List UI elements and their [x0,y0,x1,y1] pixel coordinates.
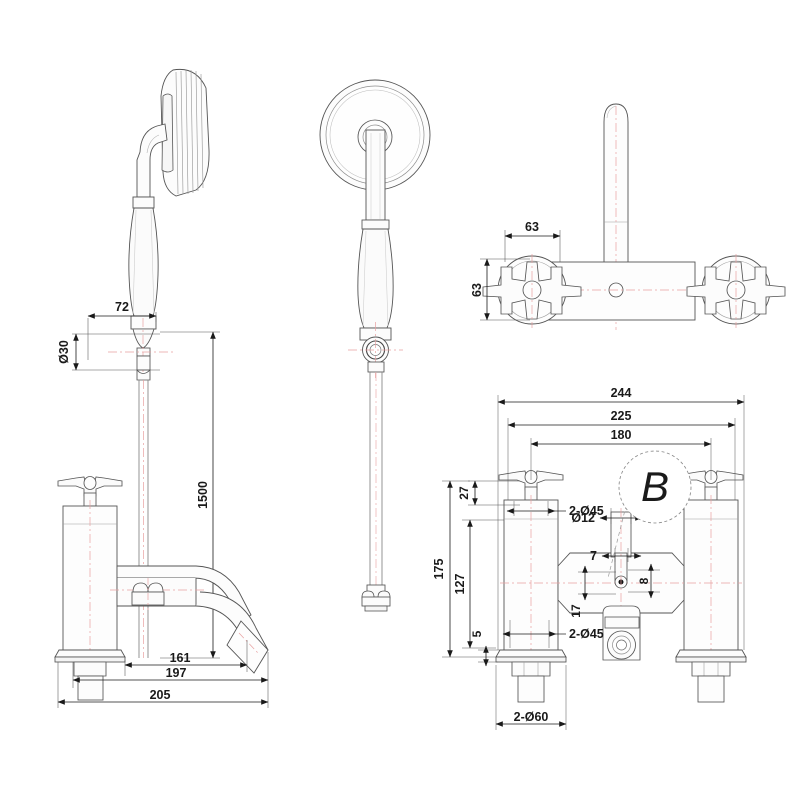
tap-front-view [495,470,747,703]
handset-front-stem [361,129,390,230]
dimension-175: 175 [432,480,496,658]
front-pillar-right [675,470,747,703]
dimension-27: 27 [457,480,520,506]
dim-180-label: 180 [611,428,632,442]
dimension-8: 8 [628,563,660,599]
wall-mixer-spout [603,103,629,330]
handset-front-hose [367,361,385,585]
dimension-d12: Ø12 [571,508,643,525]
dimension-161: 161 [124,640,248,676]
dim-2d45-bot-label: 2-Ø45 [569,627,604,641]
dimension-180: 180 [530,428,712,480]
dim-2d60-label: 2-Ø60 [514,710,549,724]
dimension-63-horizontal: 63 [504,220,561,262]
handset-side-view [108,68,210,658]
handset-front-handle [357,228,394,329]
dim-197-label: 197 [166,666,187,680]
handset-handle [128,196,159,317]
handset-front-nut [348,322,403,378]
dimension-205: 205 [57,662,269,708]
logo-callout-bubble: B [607,450,692,579]
wall-mixer-handle-left [482,254,582,328]
dim-d30-label: Ø30 [57,340,71,364]
dimension-7: 7 [590,548,642,563]
front-pillar-left [495,470,567,703]
handset-spray-face [160,68,210,197]
brand-logo-b: B [641,463,669,510]
dimension-197: 197 [72,652,269,688]
dim-d12-label: Ø12 [571,511,595,525]
dim-27-label: 27 [457,486,471,500]
tap-side-view [54,476,269,701]
dimension-2x45-bottom: 2-Ø45 [502,620,604,648]
dimension-2x60: 2-Ø60 [495,665,567,730]
handset-front-view [319,79,431,612]
handset-hose-upper [136,355,151,658]
dimension-d30: Ø30 [57,333,160,371]
tap-side-base [54,649,126,701]
dim-127-label: 127 [453,574,467,595]
dim-8-label: 8 [637,577,651,584]
dim-7-label: 7 [590,549,597,563]
dim-161-label: 161 [170,651,191,665]
dimension-1500: 1500 [160,331,220,659]
tap-side-diverter [131,578,165,610]
dim-5-label: 5 [470,630,484,637]
dim-63h-label: 63 [525,220,539,234]
dim-244-label: 244 [611,386,632,400]
dim-72-label: 72 [115,300,129,314]
dim-175-label: 175 [432,559,446,580]
dimension-72: 72 [87,300,157,360]
dim-17-label: 17 [569,604,583,618]
handset-hose-end-fitting [361,584,391,612]
dim-1500-label: 1500 [196,481,210,509]
dim-225-label: 225 [611,409,632,423]
dim-63v-label: 63 [470,283,484,297]
dimension-63-vertical: 63 [470,258,530,321]
dimension-127: 127 [453,519,504,649]
handset-neck [136,123,168,198]
front-outlet-assembly [602,605,641,661]
dimension-244: 244 [497,386,745,650]
dim-2d45-top-label: 2-Ø45 [569,504,604,518]
dim-205-label: 205 [150,688,171,702]
dimension-5: 5 [470,630,500,667]
dimension-225: 225 [507,409,736,500]
wall-mixer-handle-right [686,254,786,328]
dimension-2x45-top: 2-Ø45 [506,501,604,518]
wall-mixer-top-view [482,103,786,330]
dimension-17: 17 [569,565,616,618]
